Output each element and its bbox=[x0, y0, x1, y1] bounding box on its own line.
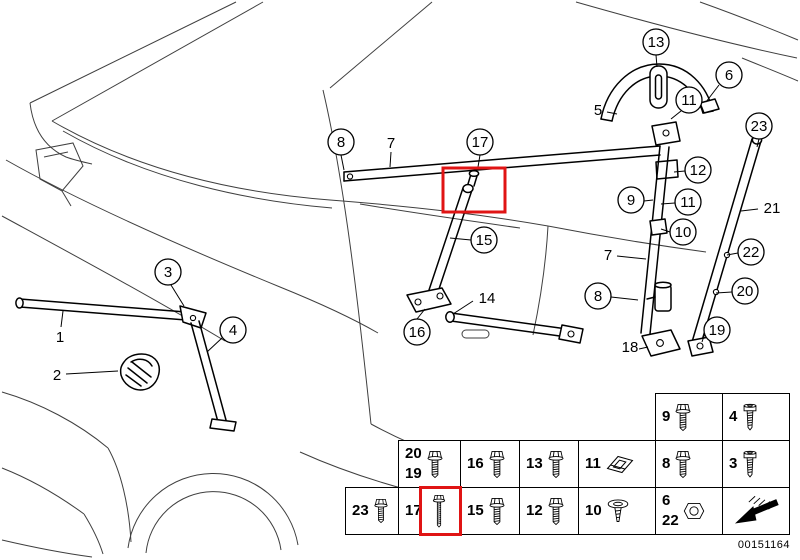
callout-17[interactable]: 17 bbox=[466, 128, 494, 156]
table-cell-23[interactable]: 23 bbox=[345, 487, 399, 535]
svg-text:17: 17 bbox=[472, 134, 489, 151]
callout-9[interactable]: 9 bbox=[617, 186, 645, 214]
table-cell-direction[interactable] bbox=[722, 487, 790, 535]
bracket-5 bbox=[600, 63, 720, 122]
table-cell-3[interactable]: 3 bbox=[722, 440, 790, 488]
hex-flange-bolt-icon bbox=[674, 403, 692, 432]
svg-text:21: 21 bbox=[764, 200, 781, 217]
label-5[interactable]: 5 bbox=[594, 102, 602, 119]
bracket-18 bbox=[641, 329, 681, 357]
hex-flange-bolt-icon bbox=[488, 497, 506, 526]
label-7b[interactable]: 7 bbox=[604, 247, 612, 264]
callout-23[interactable]: 23 bbox=[745, 112, 773, 140]
svg-text:13: 13 bbox=[648, 34, 665, 51]
hex-flange-bolt-icon bbox=[488, 450, 506, 479]
svg-text:11: 11 bbox=[680, 194, 696, 211]
callout-6[interactable]: 6 bbox=[715, 61, 743, 89]
label-7a[interactable]: 7 bbox=[387, 135, 395, 152]
callout-15[interactable]: 15 bbox=[470, 226, 498, 254]
callout-16[interactable]: 16 bbox=[403, 318, 431, 346]
svg-text:7: 7 bbox=[604, 247, 612, 264]
table-cell-9[interactable]: 9 bbox=[655, 393, 723, 441]
hex-flange-bolt-icon bbox=[547, 450, 565, 479]
washer-head-screw-icon bbox=[606, 498, 630, 524]
svg-text:8: 8 bbox=[594, 288, 602, 305]
label-14[interactable]: 14 bbox=[479, 290, 496, 307]
leader-lines bbox=[60, 54, 760, 375]
strut-bar-1 bbox=[15, 297, 187, 321]
strut-14 bbox=[445, 311, 584, 344]
svg-text:11: 11 bbox=[681, 92, 697, 109]
hex-flange-bolt-icon bbox=[373, 498, 389, 524]
callout-19[interactable]: 19 bbox=[703, 316, 731, 344]
svg-text:19: 19 bbox=[709, 322, 726, 339]
svg-text:16: 16 bbox=[409, 324, 426, 341]
label-18[interactable]: 18 bbox=[622, 339, 639, 356]
table-cell-10[interactable]: 10 bbox=[578, 487, 656, 535]
callout-8b[interactable]: 8 bbox=[584, 282, 612, 310]
table-cell-8[interactable]: 8 bbox=[655, 440, 723, 488]
table-cell-15[interactable]: 15 bbox=[460, 487, 520, 535]
svg-text:12: 12 bbox=[690, 162, 707, 179]
strut-bar-4 bbox=[190, 320, 237, 432]
label-1[interactable]: 1 bbox=[56, 329, 64, 346]
svg-text:1: 1 bbox=[56, 329, 64, 346]
cap-screw-icon bbox=[741, 403, 759, 432]
callout-11b[interactable]: 11 bbox=[674, 188, 702, 216]
svg-text:2: 2 bbox=[53, 367, 61, 384]
highlight-box-diagram bbox=[441, 166, 507, 214]
callout-20[interactable]: 20 bbox=[731, 277, 759, 305]
sheet-metal-clip-icon bbox=[605, 452, 635, 476]
svg-text:22: 22 bbox=[743, 244, 760, 261]
callout-13[interactable]: 13 bbox=[642, 28, 670, 56]
bracket-3 bbox=[179, 305, 207, 329]
svg-text:6: 6 bbox=[725, 67, 733, 84]
table-cell-16[interactable]: 16 bbox=[460, 440, 520, 488]
svg-text:7: 7 bbox=[387, 135, 395, 152]
bracket-16 bbox=[406, 287, 452, 313]
hex-nut-icon bbox=[683, 502, 705, 520]
callout-8a[interactable]: 8 bbox=[327, 128, 355, 156]
table-cell-13[interactable]: 13 bbox=[519, 440, 579, 488]
callout-22[interactable]: 22 bbox=[737, 238, 765, 266]
svg-text:10: 10 bbox=[675, 224, 692, 241]
document-number: 00151164 bbox=[737, 539, 790, 551]
table-cell-4[interactable]: 4 bbox=[722, 393, 790, 441]
tension-strut-15 bbox=[427, 169, 480, 296]
svg-text:20: 20 bbox=[737, 283, 754, 300]
callout-10[interactable]: 10 bbox=[669, 218, 697, 246]
svg-text:3: 3 bbox=[164, 264, 172, 281]
clamp-2 bbox=[119, 353, 161, 391]
callout-11a[interactable]: 11 bbox=[675, 86, 703, 114]
svg-text:14: 14 bbox=[479, 290, 496, 307]
svg-text:5: 5 bbox=[594, 102, 602, 119]
svg-text:18: 18 bbox=[622, 339, 639, 356]
svg-text:4: 4 bbox=[229, 322, 237, 339]
label-2[interactable]: 2 bbox=[53, 367, 61, 384]
callout-3[interactable]: 3 bbox=[154, 258, 182, 286]
hex-flange-bolt-icon bbox=[674, 450, 692, 479]
table-cell-11[interactable]: 11 bbox=[578, 440, 656, 488]
label-21[interactable]: 21 bbox=[764, 200, 781, 217]
callout-12[interactable]: 12 bbox=[684, 156, 712, 184]
svg-text:9: 9 bbox=[627, 192, 635, 209]
svg-text:15: 15 bbox=[476, 232, 493, 249]
svg-text:8: 8 bbox=[337, 134, 345, 151]
table-cell-12[interactable]: 12 bbox=[519, 487, 579, 535]
cap-screw-icon bbox=[741, 450, 759, 479]
svg-text:23: 23 bbox=[751, 118, 768, 135]
highlight-box-table bbox=[419, 486, 462, 536]
callout-4[interactable]: 4 bbox=[219, 316, 247, 344]
strut-7-rear bbox=[640, 145, 672, 335]
hex-flange-bolt-icon bbox=[426, 450, 444, 479]
hex-flange-bolt-icon bbox=[547, 497, 565, 526]
direction-arrow-icon bbox=[730, 494, 782, 528]
